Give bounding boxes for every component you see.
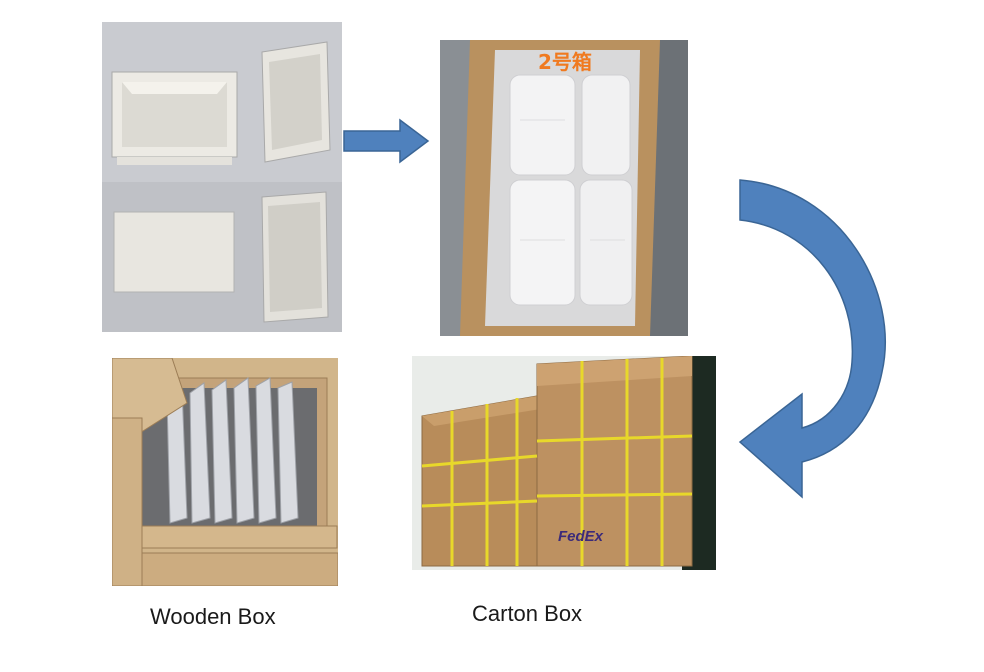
wooden-box-caption: Wooden Box (150, 604, 276, 629)
carton-interior-photo: 2号箱 (440, 40, 688, 336)
fedex-logo: FedEx (558, 528, 604, 545)
arrow-right-icon (342, 118, 430, 164)
carton-box-caption: Carton Box (472, 601, 583, 626)
curved-arrow-down-left-icon (732, 172, 902, 512)
wooden-crate-photo (112, 358, 338, 586)
enclosure-parts-photo (102, 22, 342, 332)
carton-number-label: 2号箱 (538, 50, 592, 74)
stacked-cartons-photo: FedEx (412, 356, 716, 570)
